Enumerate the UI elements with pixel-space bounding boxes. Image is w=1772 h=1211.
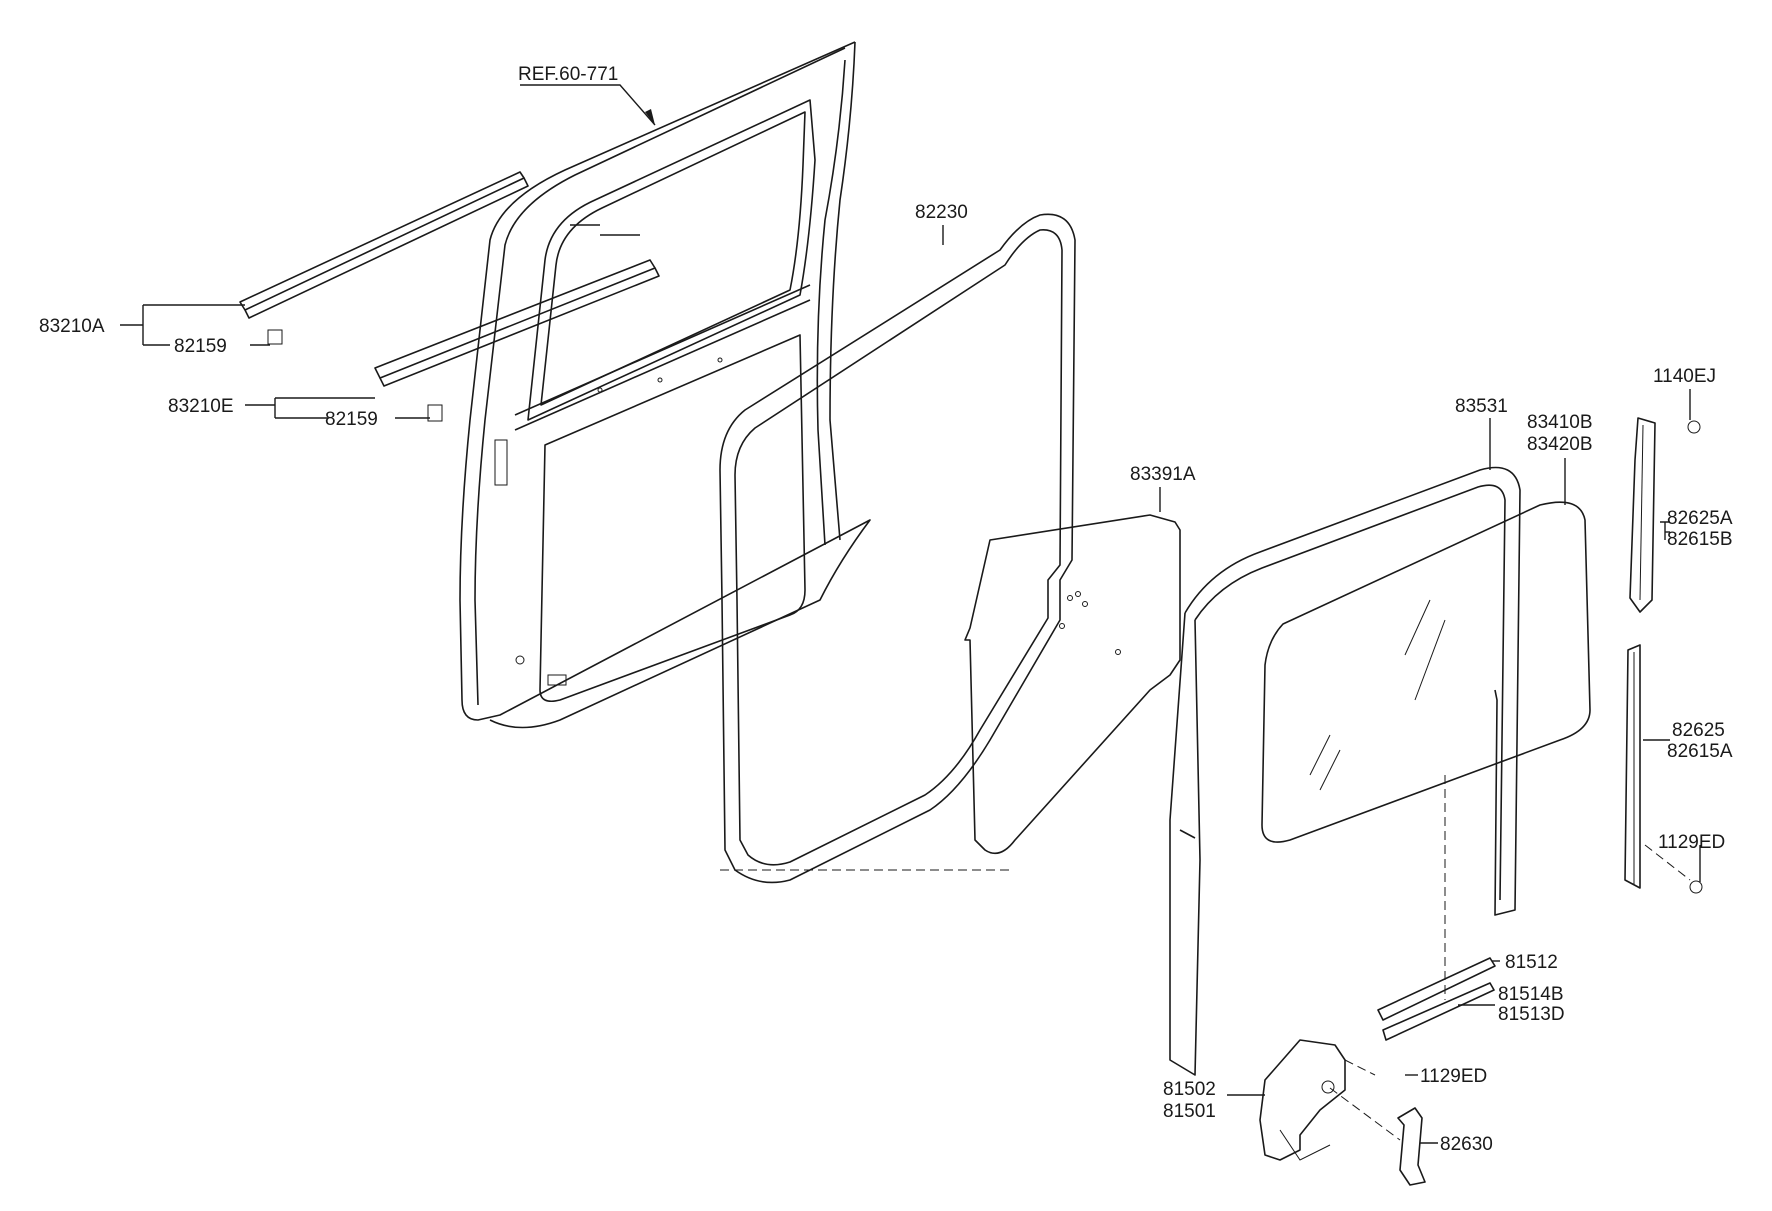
label-83210E: 83210E bbox=[168, 396, 234, 417]
hole-cover bbox=[964, 514, 1181, 855]
label-83210A: 83210A bbox=[39, 316, 105, 337]
label-81514B: 81514B bbox=[1498, 984, 1564, 1005]
door-glass bbox=[1261, 501, 1591, 1000]
label-83410B: 83410B bbox=[1527, 412, 1593, 433]
outer-belt-moulding bbox=[239, 171, 529, 345]
label-83531: 83531 bbox=[1455, 396, 1508, 417]
rear-upper-channel bbox=[1629, 417, 1701, 613]
door-inner-panel bbox=[459, 41, 871, 729]
label-1129ED-right: 1129ED bbox=[1658, 832, 1725, 853]
glass-run bbox=[1169, 466, 1521, 1076]
label-81513D: 81513D bbox=[1498, 1004, 1565, 1025]
label-82625: 82625 bbox=[1672, 720, 1725, 741]
glass-channel-set bbox=[1377, 957, 1496, 1041]
label-81502: 81502 bbox=[1163, 1079, 1216, 1100]
label-82615A: 82615A bbox=[1667, 741, 1733, 762]
label-83391A: 83391A bbox=[1130, 464, 1196, 485]
ref-label: REF.60-771 bbox=[518, 64, 618, 85]
label-82230: 82230 bbox=[915, 202, 968, 223]
label-82615B: 82615B bbox=[1667, 529, 1733, 550]
leader-lines bbox=[120, 84, 1701, 1144]
window-crank-handle bbox=[1397, 1107, 1426, 1186]
label-83420B: 83420B bbox=[1527, 434, 1593, 455]
label-82159-lower: 82159 bbox=[325, 409, 378, 430]
inner-belt-moulding bbox=[374, 259, 660, 422]
label-81501: 81501 bbox=[1163, 1101, 1216, 1122]
rear-lower-channel bbox=[1624, 644, 1703, 894]
door-weatherstrip bbox=[719, 213, 1076, 884]
part-labels: REF.60-771 82230 83210A 82159 83210E 821… bbox=[39, 64, 1733, 1155]
window-regulator bbox=[1259, 1039, 1401, 1161]
label-82159-upper: 82159 bbox=[174, 336, 227, 357]
label-82625A: 82625A bbox=[1667, 508, 1733, 529]
label-82630: 82630 bbox=[1440, 1134, 1493, 1155]
label-1140EJ: 1140EJ bbox=[1653, 366, 1716, 387]
label-81512: 81512 bbox=[1505, 952, 1558, 973]
label-1129ED-bottom: 1129ED bbox=[1420, 1066, 1487, 1087]
